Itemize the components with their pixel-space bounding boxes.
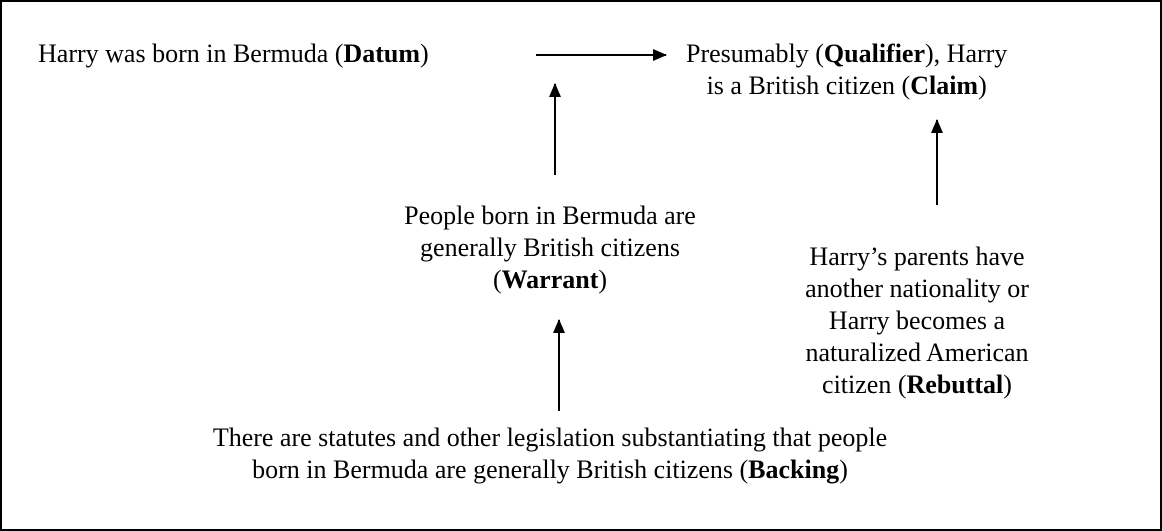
warrant-node: People born in Bermuda are generally Bri… <box>340 200 760 296</box>
warrant-line-1: People born in Bermuda are <box>404 201 696 230</box>
warrant-close: ) <box>598 265 608 294</box>
warrant-line-2: generally British citizens <box>420 233 680 262</box>
backing-role-label: Backing <box>748 455 840 484</box>
rebuttal-line-1: Harry’s parents have <box>809 242 1025 271</box>
backing-line2-pre: born in Bermuda are generally British ci… <box>252 455 749 484</box>
rebuttal-line-5: citizen (Rebuttal) <box>772 369 1062 401</box>
backing-line-1: There are statutes and other legislation… <box>212 423 888 452</box>
claim-line2-post: ) <box>978 71 987 100</box>
claim-line-2: is a British citizen (Claim) <box>686 70 1007 102</box>
claim-line1-post: ), Harry <box>925 39 1008 68</box>
claim-node: Presumably (Qualifier), Harry is a Briti… <box>686 38 1007 102</box>
claim-line2-pre: is a British citizen ( <box>706 71 911 100</box>
rebuttal-line5-post: ) <box>1003 370 1012 399</box>
rebuttal-line-2: another nationality or <box>805 274 1029 303</box>
claim-line1-pre: Presumably ( <box>686 39 824 68</box>
backing-line2-post: ) <box>839 455 848 484</box>
warrant-role-label: Warrant <box>501 265 599 294</box>
rebuttal-line-3: Harry becomes a <box>828 306 1006 335</box>
warrant-line-3: (Warrant) <box>340 264 760 296</box>
datum-close: ) <box>419 39 429 68</box>
datum-node: Harry was born in Bermuda (Datum) <box>38 38 429 70</box>
qualifier-role-label: Qualifier <box>823 39 926 68</box>
backing-node: There are statutes and other legislation… <box>100 422 1000 486</box>
rebuttal-role-label: Rebuttal <box>906 370 1004 399</box>
backing-line-2: born in Bermuda are generally British ci… <box>100 454 1000 486</box>
claim-line-1: Presumably (Qualifier), Harry <box>686 38 1007 70</box>
claim-role-label: Claim <box>910 71 979 100</box>
rebuttal-line5-pre: citizen ( <box>822 370 907 399</box>
warrant-open: ( <box>492 265 502 294</box>
rebuttal-line-4: naturalized American <box>805 338 1029 367</box>
datum-role-label: Datum <box>343 39 420 68</box>
rebuttal-node: Harry’s parents have another nationality… <box>772 241 1062 401</box>
datum-text: Harry was born in Bermuda ( <box>38 39 344 68</box>
